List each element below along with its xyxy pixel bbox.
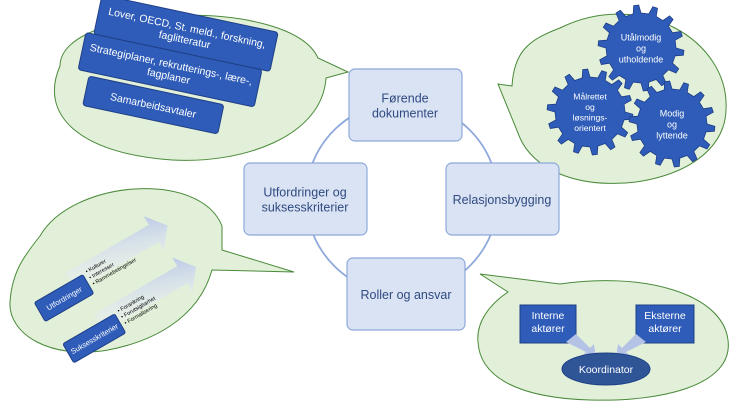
text-line: og bbox=[636, 44, 646, 54]
challenges-arrow-icon bbox=[65, 216, 168, 291]
text-line: dokumenter bbox=[372, 106, 438, 120]
arrow-external-to-coordinator-icon bbox=[616, 334, 646, 358]
gear-icon bbox=[546, 68, 634, 156]
text-line: suksesskriterier bbox=[262, 200, 349, 214]
text-line: utholdende bbox=[619, 55, 664, 65]
text-line: og bbox=[585, 102, 595, 112]
label-text: Koordinator bbox=[579, 364, 634, 376]
text-line: Relasjonsbygging bbox=[453, 193, 552, 207]
svg-text:Relasjonsbygging: Relasjonsbygging bbox=[453, 193, 552, 207]
text-line: orientert bbox=[574, 123, 606, 133]
challenges-group: Utfordringer Suksesskriterier • Kulturer… bbox=[34, 216, 197, 363]
node-roller-og-ansvar[interactable]: Roller og ansvar bbox=[346, 257, 466, 331]
text-line: Modig bbox=[660, 109, 685, 119]
text-line: lyttende bbox=[656, 131, 688, 141]
text-line: aktører bbox=[648, 323, 682, 335]
text-line: Roller og ansvar bbox=[360, 288, 451, 302]
challenges-callout bbox=[9, 188, 295, 353]
doc-box-agreements[interactable]: Samarbeidsavtaler bbox=[82, 76, 224, 134]
text-line: og bbox=[667, 120, 677, 130]
svg-text:Roller og ansvar: Roller og ansvar bbox=[360, 288, 451, 302]
arrow-internal-to-coordinator-icon bbox=[566, 334, 596, 358]
text-line: Utålmodig bbox=[621, 33, 662, 43]
success-arrow-icon bbox=[94, 257, 197, 332]
coordinator-ellipse[interactable]: Koordinator bbox=[561, 352, 651, 386]
node-relasjonsbygging[interactable]: Relasjonsbygging bbox=[445, 162, 560, 236]
text-line: Interne bbox=[532, 310, 565, 322]
text-line: Utfordringer og bbox=[263, 185, 346, 199]
text-line: løsnings- bbox=[573, 113, 608, 123]
text-line: aktører bbox=[531, 323, 565, 335]
text-line: Førende bbox=[381, 91, 428, 105]
gear-icon bbox=[628, 80, 716, 168]
text-line: Eksterne bbox=[644, 310, 686, 322]
text-line: Målrettet bbox=[573, 92, 607, 102]
